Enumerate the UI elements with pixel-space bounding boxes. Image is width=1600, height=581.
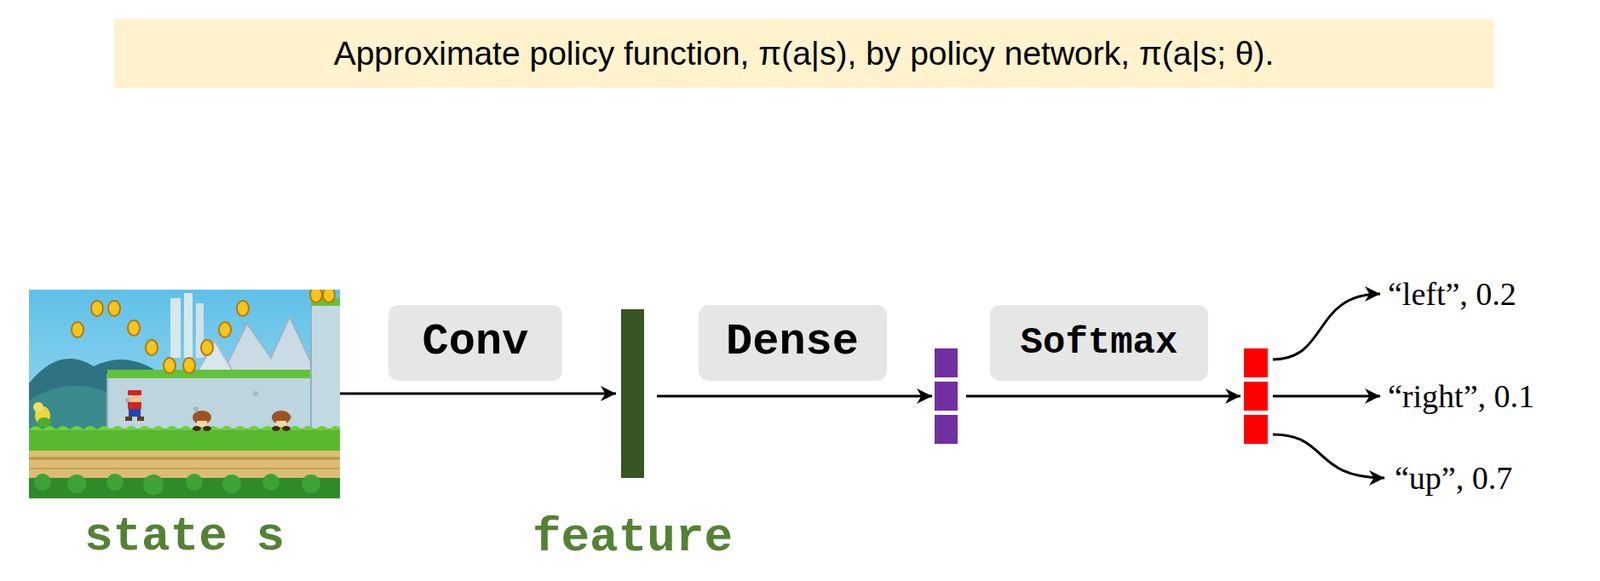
game-screenshot (28, 457, 340, 461)
mario-figure (125, 416, 133, 421)
goomba-figure (282, 425, 291, 432)
mario-figure (137, 416, 144, 421)
game-screenshot (28, 385, 111, 431)
game-screenshot (322, 289, 335, 303)
mario-figure (125, 390, 144, 421)
game-screenshot (221, 316, 317, 375)
network-arrows (1272, 434, 1385, 478)
layer-box: Softmax (989, 305, 1209, 381)
game-screenshot (108, 300, 121, 317)
network-arrows (966, 395, 1241, 398)
game-screenshot (184, 293, 193, 358)
game-screenshot (127, 320, 140, 336)
game-screenshot (185, 473, 203, 491)
output-probability: “left”, 0.2 (1387, 277, 1517, 311)
game-screenshot (262, 473, 280, 491)
mario-figure (128, 408, 141, 417)
feature-label: feature (532, 513, 733, 562)
network-arrows (656, 395, 933, 398)
output-probability: “up”, 0.7 (1394, 461, 1513, 495)
game-screenshot (71, 289, 335, 374)
game-screenshot (183, 357, 196, 374)
layer-box: Dense (698, 305, 887, 381)
goomba-figure (276, 420, 287, 427)
layer-box: Conv (388, 305, 563, 381)
layer-name: Softmax (1020, 322, 1179, 363)
game-screenshot (91, 300, 104, 317)
goomba-figure (271, 425, 281, 432)
network-arrows (1272, 395, 1381, 398)
goomba-figure (192, 425, 202, 432)
game-screenshot (71, 322, 84, 338)
game-screenshot (310, 303, 340, 433)
game-screenshot (170, 298, 181, 358)
game-screenshot (193, 406, 199, 412)
state-label: state s (84, 512, 285, 561)
state-image-node: state s (28, 289, 340, 499)
dense-output-vector (934, 414, 958, 444)
game-screenshot (201, 339, 213, 356)
title-banner: Approximate policy function, π(a|s), by … (114, 18, 1494, 88)
softmax-output-vector (1243, 348, 1268, 444)
game-screenshot (301, 474, 321, 494)
koopa-figure (37, 417, 52, 428)
koopa-figure (33, 402, 44, 413)
game-screenshot (143, 474, 164, 495)
game-screenshot (28, 289, 340, 499)
mario-figure (127, 402, 142, 409)
dense-output-vector (934, 348, 958, 444)
softmax-output-vector (1243, 348, 1268, 378)
layer-name: Dense (725, 317, 859, 367)
flow-arrow (339, 392, 616, 396)
game-screenshot (106, 473, 124, 491)
game-screenshot (28, 289, 340, 499)
game-screenshot (163, 357, 176, 374)
mario-figure (129, 395, 140, 403)
game-screenshot (236, 300, 249, 317)
mario-figure (127, 390, 142, 396)
game-screenshot (310, 289, 323, 303)
game-screenshot (145, 339, 158, 356)
softmax-output-vector (1243, 414, 1268, 444)
network-arrows (1272, 293, 1381, 360)
dense-output-vector (934, 348, 958, 378)
title-text: Approximate policy function, π(a|s), by … (333, 34, 1275, 73)
layer-name: Conv (422, 317, 530, 367)
game-screenshot (253, 391, 259, 397)
game-screenshot (67, 474, 87, 494)
koopa-figure (33, 402, 52, 428)
output-probability: “right”, 0.1 (1387, 379, 1535, 413)
softmax-output-vector (1243, 381, 1268, 411)
feature-bar-node: feature (621, 309, 645, 478)
goomba-figure (202, 425, 212, 432)
game-screenshot (28, 428, 340, 451)
game-screenshot (222, 474, 242, 494)
game-screenshot (28, 425, 340, 431)
network-arrows (656, 293, 1385, 478)
game-screenshot (28, 467, 340, 470)
game-screenshot (34, 473, 52, 491)
goomba-figure (196, 420, 208, 427)
dense-output-vector (934, 381, 958, 411)
game-screenshot (107, 369, 317, 379)
goomba-figure (192, 410, 291, 432)
game-screenshot (218, 322, 231, 338)
